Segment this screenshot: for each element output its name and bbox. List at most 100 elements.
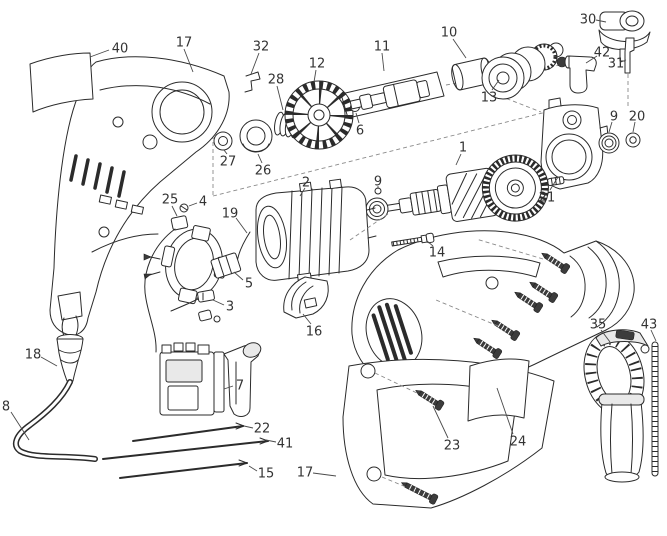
callout-leader-4: [188, 202, 198, 207]
part-side-handle: [583, 329, 650, 483]
callout-label-35: 35: [590, 318, 607, 333]
callout-label-11: 11: [374, 40, 391, 55]
callout-label-17: 17: [297, 466, 314, 481]
part-helical-gear: [284, 80, 354, 150]
callout-leader-19: [235, 217, 248, 234]
callout-label-25: 25: [162, 193, 179, 208]
callout-leader-11: [381, 52, 385, 72]
part-cord-guard: [56, 315, 84, 382]
part-housing-screws: [473, 252, 571, 359]
part-clamp-screw: [179, 203, 189, 213]
callout-label-4: 4: [199, 195, 207, 210]
callout-leader-23: [432, 405, 449, 439]
callout-leader-2: [299, 187, 306, 197]
part-drill-chuck: [481, 42, 564, 100]
callout-leader-3: [212, 299, 225, 306]
callout-leader-6: [355, 112, 360, 124]
callout-label-30: 30: [580, 13, 597, 28]
part-shift-rod-22: [132, 422, 245, 442]
part-terminal-connector: [170, 289, 221, 323]
part-bearing-bushing: [213, 131, 233, 151]
callout-label-1: 1: [459, 141, 467, 156]
callout-leader-18: [40, 356, 58, 367]
part-left-housing-half: [49, 56, 230, 336]
callout-leader-10: [452, 38, 467, 59]
callout-leader-42: [585, 55, 598, 64]
callout-leader-12: [313, 69, 317, 83]
callout-leader-41: [265, 439, 277, 443]
callout-label-14: 14: [429, 246, 446, 261]
callout-label-9: 9: [610, 110, 618, 125]
callout-label-17: 17: [176, 36, 193, 51]
part-long-screw: [391, 232, 435, 247]
part-stator: [236, 178, 377, 284]
part-blank-nameplate: [29, 52, 94, 113]
callout-leader-16: [302, 313, 312, 325]
part-trigger-switch: [159, 342, 262, 417]
callout-label-43: 43: [641, 318, 658, 333]
callout-label-31: 31: [608, 57, 625, 72]
callout-leader-15: [248, 465, 258, 472]
callout-label-28: 28: [268, 73, 285, 88]
callout-leader-5: [233, 271, 244, 281]
callout-label-9: 9: [374, 175, 382, 190]
callout-label-23: 23: [444, 439, 461, 454]
callout-leader-17: [312, 472, 337, 477]
callout-leader-9: [608, 121, 613, 133]
part-elbow-fitting: [556, 55, 597, 94]
callout-leader-13: [491, 79, 500, 91]
part-depth-gauge-rod: [651, 341, 659, 477]
callout-label-24: 24: [510, 435, 527, 450]
callout-label-18: 18: [25, 348, 42, 363]
part-shift-rod-41: [102, 437, 269, 460]
callout-label-41: 41: [277, 437, 294, 452]
callout-leader-27: [223, 149, 228, 155]
part-handle-screw-23: [415, 389, 445, 411]
callout-leader-17: [183, 48, 194, 73]
callout-label-20: 20: [629, 110, 646, 125]
callout-label-8: 8: [2, 400, 10, 415]
callout-leader-31: [620, 59, 627, 63]
callout-leader-26: [257, 153, 263, 164]
part-shift-rod-15: [119, 459, 248, 479]
part-power-cord: [12, 379, 98, 462]
callout-leader-40: [89, 49, 110, 58]
part-name-label: [467, 358, 530, 422]
callout-leader-32: [250, 52, 260, 75]
callout-leader-30: [595, 19, 607, 23]
callout-label-19: 19: [222, 207, 239, 222]
part-front-bearing: [598, 132, 620, 154]
callout-label-40: 40: [112, 42, 129, 57]
callout-label-16: 16: [306, 325, 323, 340]
callout-leader-7: [223, 385, 234, 390]
callout-label-7: 7: [236, 379, 244, 394]
callout-leader-28: [276, 85, 284, 111]
callout-leader-35: [600, 329, 611, 343]
callout-label-42: 42: [594, 46, 611, 61]
construction-dashed-lines-front: [349, 213, 544, 488]
part-cable-clamp: [144, 215, 189, 353]
part-selector-knob: [598, 10, 651, 62]
callout-leader-25: [171, 205, 178, 217]
callout-leader-20: [632, 121, 636, 133]
part-rear-bearing: [365, 187, 389, 221]
callout-label-26: 26: [255, 164, 272, 179]
part-lock-lever: [624, 37, 635, 74]
callout-label-15: 15: [258, 467, 275, 482]
part-armature: [385, 154, 565, 222]
callout-label-32: 32: [253, 40, 270, 55]
callout-leader-14: [426, 240, 434, 247]
callout-leader-43: [650, 329, 657, 342]
callout-label-3: 3: [226, 300, 234, 315]
callout-label-10: 10: [441, 26, 458, 41]
part-handle-screw-lower: [400, 482, 439, 505]
part-retaining-clip: [244, 71, 261, 93]
callout-label-27: 27: [220, 155, 237, 170]
callout-leader-24: [496, 387, 514, 435]
callout-leader-22: [243, 425, 254, 429]
callout-leader-8: [10, 411, 30, 441]
part-lock-nut: [625, 132, 641, 148]
